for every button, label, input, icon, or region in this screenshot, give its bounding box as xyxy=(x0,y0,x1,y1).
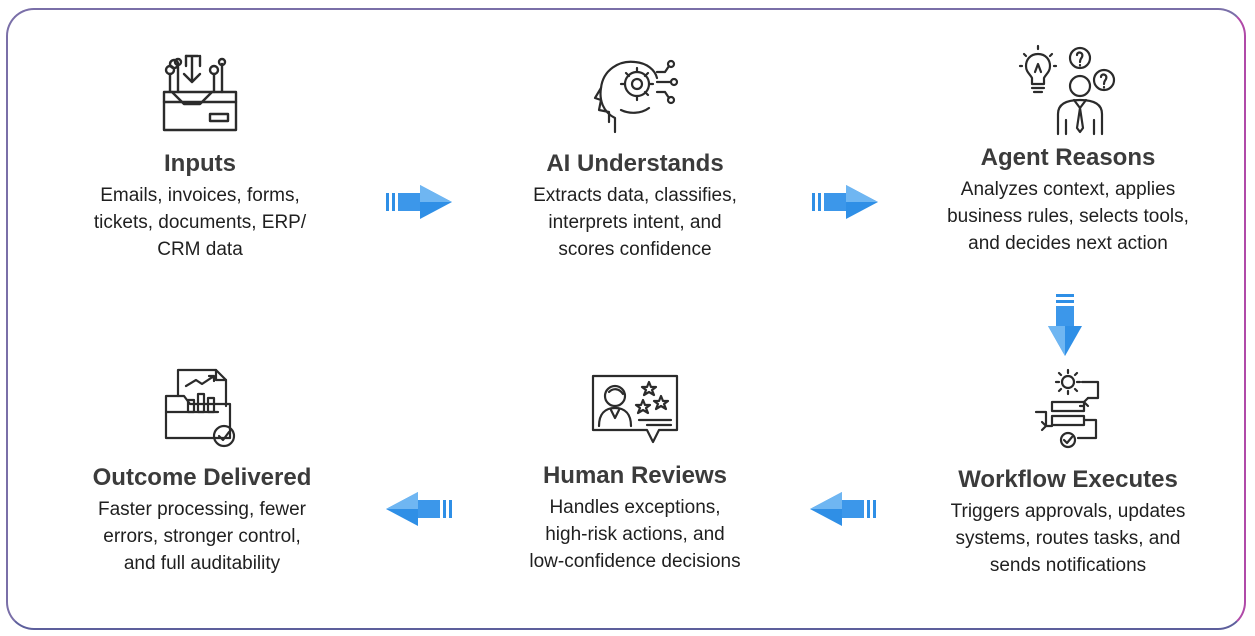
arrow-left-icon xyxy=(810,492,876,526)
arrow-down-icon xyxy=(1048,294,1082,356)
step-description: Emails, invoices, forms, tickets, docume… xyxy=(93,185,307,260)
step-workflow-executes: Workflow Executes Triggers approvals, up… xyxy=(918,368,1218,579)
step-title: Agent Reasons xyxy=(980,144,1156,171)
inbox-download-icon xyxy=(162,54,238,132)
human-review-stars-icon xyxy=(591,374,679,444)
step-description: Faster processing, fewer errors, stronge… xyxy=(97,499,307,574)
step-ai-understands: AI Understands Extracts data, classifies… xyxy=(485,52,785,263)
workflow-gear-icon xyxy=(1034,368,1100,449)
step-description: Extracts data, classifies, interprets in… xyxy=(533,185,737,260)
step-inputs: Inputs Emails, invoices, forms, tickets,… xyxy=(50,52,350,263)
arrow-right-icon xyxy=(386,185,452,219)
step-description: Triggers approvals, updates systems, rou… xyxy=(950,501,1186,576)
step-outcome-delivered: Outcome Delivered Faster processing, few… xyxy=(52,366,352,577)
step-description: Analyzes context, applies business rules… xyxy=(947,179,1189,254)
step-title: Workflow Executes xyxy=(958,466,1178,493)
report-folder-check-icon xyxy=(164,368,236,448)
step-description: Handles exceptions, high-risk actions, a… xyxy=(529,497,741,572)
step-human-reviews: Human Reviews Handles exceptions, high-r… xyxy=(485,370,785,575)
step-title: AI Understands xyxy=(546,150,724,177)
ai-brain-head-icon xyxy=(593,59,679,134)
arrow-left-icon xyxy=(386,492,452,526)
step-title: Human Reviews xyxy=(542,462,728,489)
step-title: Outcome Delivered xyxy=(92,464,312,491)
step-agent-reasons: Agent Reasons Analyzes context, applies … xyxy=(918,44,1218,257)
arrow-right-icon xyxy=(812,185,878,219)
agent-idea-questions-icon xyxy=(1018,44,1116,136)
diagram-frame xyxy=(6,8,1246,630)
step-title: Inputs xyxy=(164,150,236,177)
